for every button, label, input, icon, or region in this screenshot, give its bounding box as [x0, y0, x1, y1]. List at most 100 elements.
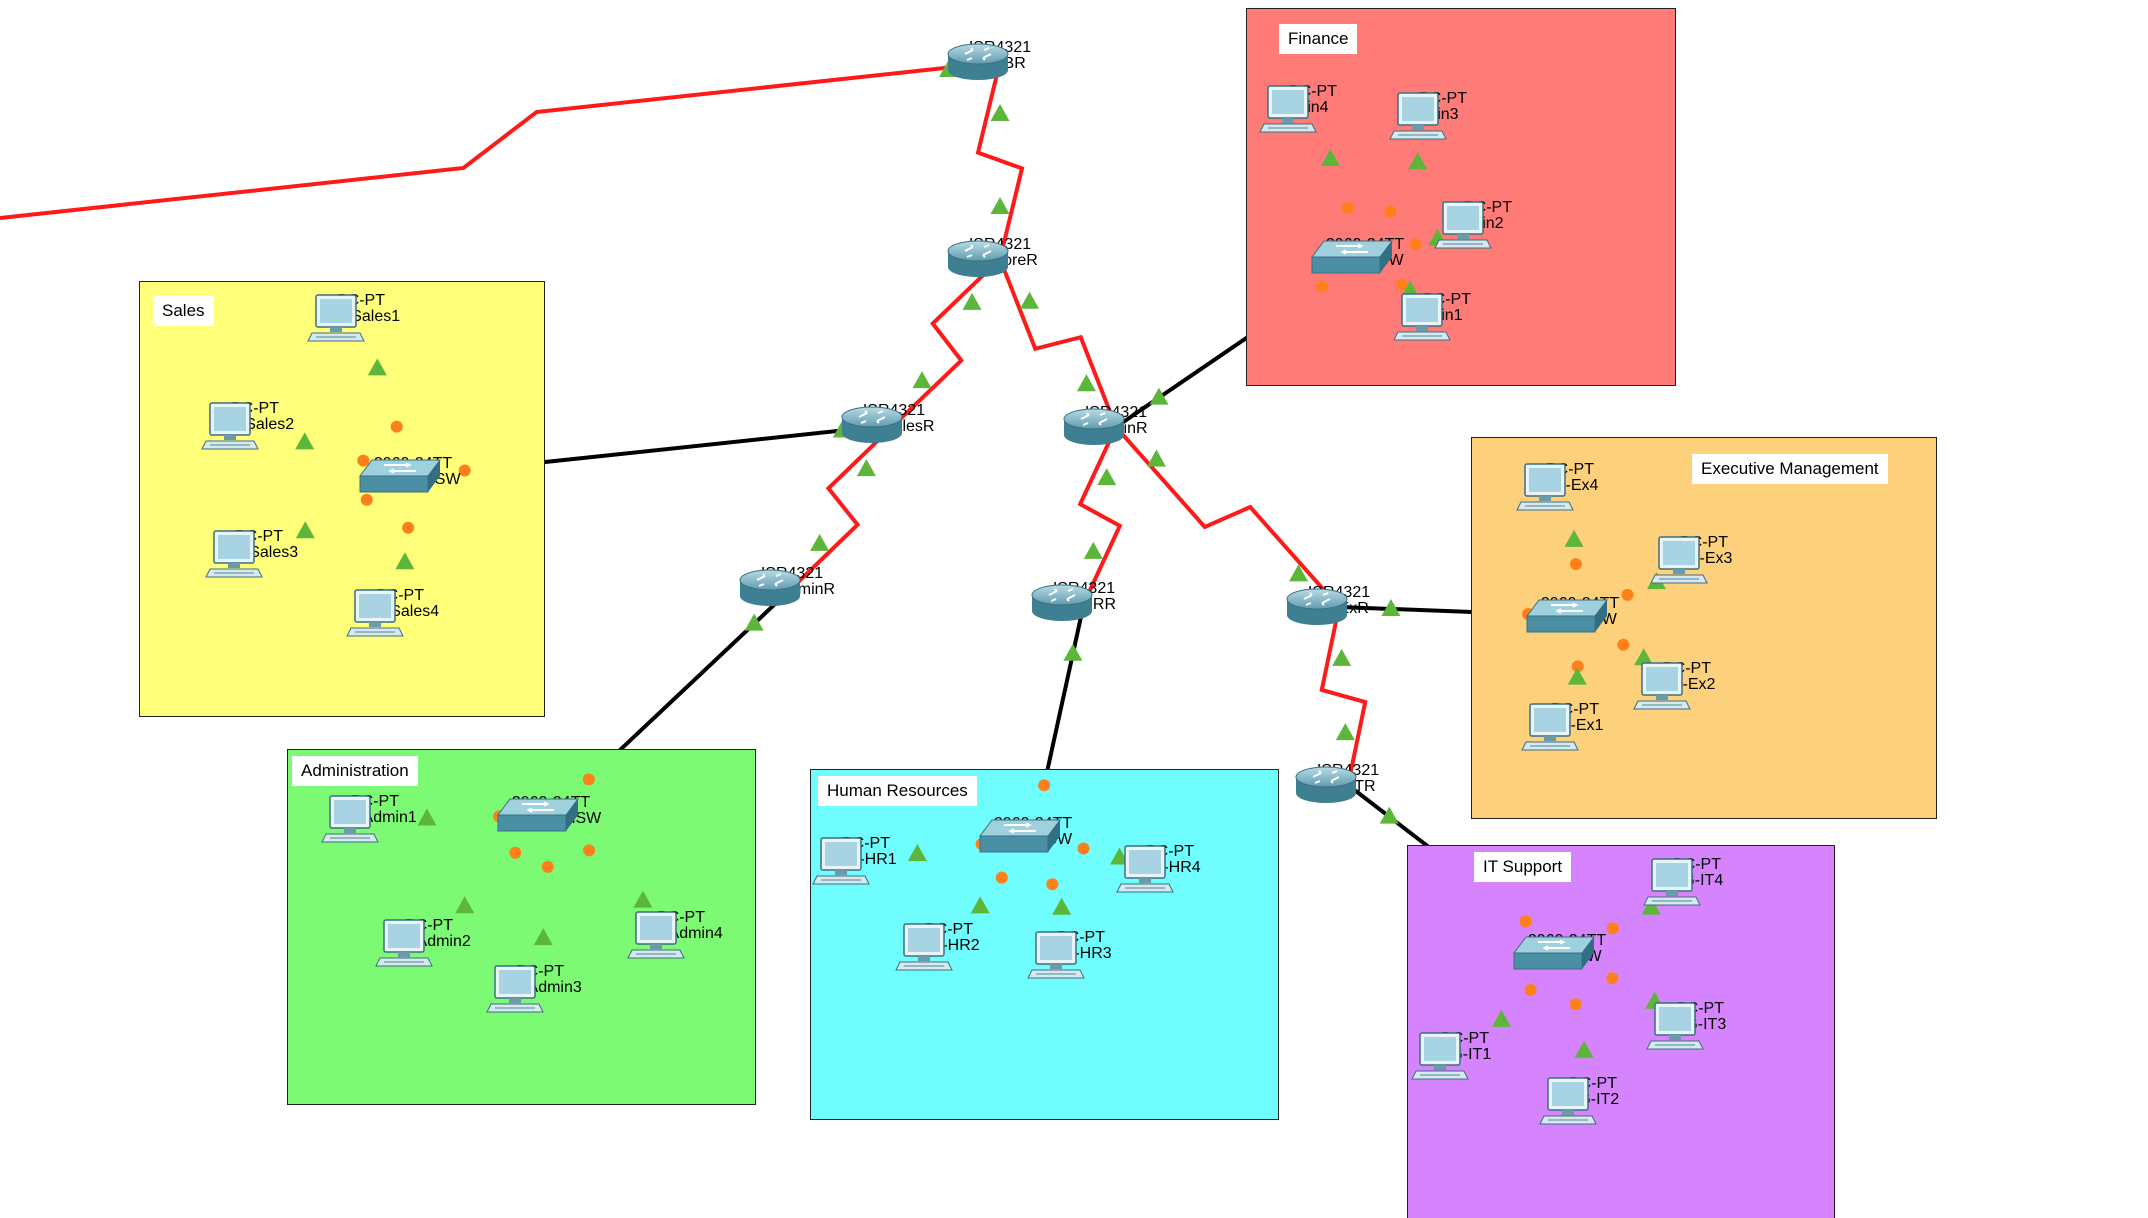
link-pending-indicator [1606, 972, 1619, 985]
link-up-indicator [990, 197, 1010, 214]
device-hrr[interactable]: ISR4321NG-HRR [1029, 580, 1139, 621]
device-exsw[interactable]: 2960-24TTNG-ExSW [1525, 595, 1635, 633]
area-sales[interactable] [139, 281, 545, 717]
pc-icon [1539, 1077, 1597, 1125]
link-pending-indicator [1384, 205, 1397, 218]
router-icon [739, 569, 801, 606]
router-icon [841, 406, 903, 443]
link-pending-indicator [1569, 998, 1582, 1011]
device-core[interactable]: ISR4321NG-CoreR [945, 236, 1055, 277]
link-up-indicator [295, 432, 315, 450]
link-pending-indicator [509, 846, 522, 859]
device-itr[interactable]: ISR4321NG-ITR [1293, 762, 1403, 803]
link-up-indicator [1381, 598, 1401, 616]
device-salesr[interactable]: ISR4321NG-SalesR [839, 402, 949, 443]
device-itsw[interactable]: 2960-24TTNG-ITSW [1512, 932, 1622, 970]
area-label-finance: Finance [1279, 24, 1358, 54]
pc-icon [1259, 85, 1317, 133]
device-finsw[interactable]: 2960-24TTNG-FinSW [1310, 236, 1420, 274]
link-up-indicator [1379, 806, 1399, 824]
link-up-indicator [533, 928, 553, 946]
link-pending-indicator [1077, 842, 1090, 855]
link-up-indicator [810, 533, 830, 551]
link-up-indicator [367, 358, 387, 376]
switch-icon [497, 798, 579, 832]
area-it[interactable] [1407, 845, 1835, 1218]
device-adminsw[interactable]: 2960-24TTNG-AdminSW [496, 794, 606, 832]
link-up-indicator [295, 521, 315, 539]
pc-icon [895, 923, 953, 971]
link-pending-indicator [995, 871, 1008, 884]
pc-icon [1389, 92, 1447, 140]
link-pending-indicator [1569, 558, 1582, 571]
pc-icon [205, 530, 263, 578]
link-pending-indicator [1519, 915, 1532, 928]
link-exr-itr[interactable] [1319, 606, 1368, 786]
device-finr[interactable]: ISR4321NG-FinR [1061, 404, 1171, 445]
link-up-indicator [744, 613, 764, 631]
link-salesr-adminr[interactable] [790, 423, 896, 590]
link-pending-indicator [1524, 984, 1537, 997]
link-up-indicator [1641, 897, 1661, 915]
link-pending-indicator [1621, 588, 1634, 601]
link-pending-indicator [1606, 922, 1619, 935]
link-pending-indicator [1341, 201, 1354, 214]
link-core-finr[interactable] [998, 258, 1118, 428]
link-br-wan[interactable] [0, 60, 1001, 220]
link-pending-indicator [1046, 878, 1059, 891]
link-up-indicator [1320, 149, 1340, 167]
link-core-salesr[interactable] [892, 257, 1002, 427]
area-label-sales: Sales [153, 296, 214, 326]
device-adminr[interactable]: ISR4321NG-AdminR [737, 565, 847, 606]
pc-icon [1027, 931, 1085, 979]
switch-icon [979, 819, 1061, 853]
link-up-indicator [1574, 1040, 1594, 1058]
device-hrsw[interactable]: 2960-24TTNG-HRSW [978, 815, 1088, 853]
link-core-br[interactable] [975, 61, 1025, 260]
link-finr-exr[interactable] [1114, 425, 1341, 609]
device-exr[interactable]: ISR4321NG-ExR [1284, 584, 1394, 625]
link-up-indicator [1567, 667, 1587, 685]
switch-icon [359, 459, 441, 493]
pc-icon [627, 911, 685, 959]
link-up-indicator [990, 104, 1010, 121]
router-icon [1031, 584, 1093, 621]
link-up-indicator [455, 896, 475, 914]
device-br[interactable]: ISR4321NG-BR [945, 39, 1055, 80]
pc-icon [1434, 201, 1492, 249]
link-up-indicator [1052, 897, 1072, 915]
pc-icon [1393, 293, 1451, 341]
area-finance[interactable] [1246, 8, 1676, 386]
device-salessw[interactable]: 2960-24TTNG-SalesSW [358, 455, 468, 493]
link-up-indicator [1634, 648, 1654, 666]
link-up-indicator [1289, 564, 1309, 582]
link-pending-indicator [541, 860, 554, 873]
link-finr-hrr[interactable] [1077, 426, 1123, 604]
link-up-indicator [1335, 723, 1355, 741]
